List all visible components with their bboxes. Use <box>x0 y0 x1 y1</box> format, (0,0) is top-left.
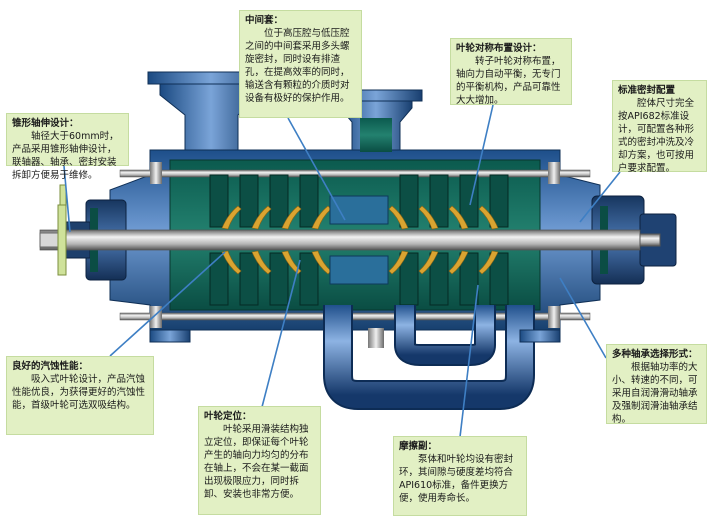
callout-body: 叶轮采用滑装结构独立定位，即保证每个叶轮产生的轴向力均匀的分布在轴上，不会在某一… <box>204 424 309 500</box>
stage-diffusers <box>209 174 509 306</box>
callout-body: 泵体和叶轮均设有密封环，其间隙与硬度差均符合API610标准，备件更换方便，使用… <box>399 454 514 504</box>
callout-body: 吸入式叶轮设计，产品汽蚀性能优良，为获得更好的汽蚀性能，首级叶轮可选双吸结构。 <box>12 374 146 411</box>
callout-body: 位于高压腔与低压腔之间的中间套采用多头螺旋密封，同时设有排渣孔，在提高效率的同时… <box>245 28 350 104</box>
callout-impeller-symmetric: 叶轮对称布置设计： 转子叶轮对称布置，轴向力自动平衡，无专门的平衡机构，产品可靠… <box>450 38 572 106</box>
callout-title: 多种轴承选择形式： <box>612 349 698 360</box>
callout-title: 良好的汽蚀性能： <box>12 361 89 372</box>
callout-tapered-shaft: 锥形轴伸设计： 轴径大于60mm时，产品采用锥形轴伸设计，联轴器、轴承、密封安装… <box>6 113 129 181</box>
top-tie-bolts <box>119 162 591 328</box>
crossover-pipe <box>323 300 535 410</box>
callout-body: 根据轴功率的大小、转速的不同，可采用自润滑滑动轴承及强制润滑油轴承结构。 <box>612 362 698 425</box>
callout-cavitation: 良好的汽蚀性能： 吸入式叶轮设计，产品汽蚀性能优良，为获得更好的汽蚀性能，首级叶… <box>6 356 154 435</box>
intermediate-sleeve <box>329 195 389 285</box>
callout-title: 摩擦副： <box>399 441 438 452</box>
coupling-guard <box>57 184 67 276</box>
callout-body: 转子叶轮对称布置，轴向力自动平衡，无专门的平衡机构，产品可靠性大大增加。 <box>456 56 561 106</box>
callout-title: 中间套： <box>245 15 284 26</box>
callout-intermediate-sleeve: 中间套： 位于高压腔与低压腔之间的中间套采用多头螺旋密封，同时设有排渣孔，在提高… <box>239 10 362 118</box>
callout-wear-ring: 摩擦副： 泵体和叶轮均设有密封环，其间隙与硬度差均符合API610标准，备件更换… <box>393 436 527 516</box>
impellers <box>221 205 499 275</box>
callout-impeller-positioning: 叶轮定位： 叶轮采用滑装结构独立定位，即保证每个叶轮产生的轴向力均匀的分布在轴上… <box>198 406 321 515</box>
callout-title: 叶轮定位： <box>204 411 252 422</box>
callout-title: 锥形轴伸设计： <box>12 118 79 129</box>
pump-feet <box>149 328 561 348</box>
callout-standard-seal: 标准密封配置 腔体尺寸完全按API682标准设计，可配置各种形式的密封冲洗及冷却… <box>612 80 707 174</box>
leader-lines <box>63 104 621 438</box>
callout-body: 轴径大于60mm时，产品采用锥形轴伸设计，联轴器、轴承、密封安装拆卸方便易于维修… <box>12 131 119 181</box>
pump-shaft <box>39 229 661 251</box>
callout-title: 叶轮对称布置设计： <box>456 43 542 54</box>
callout-title: 标准密封配置 <box>618 85 676 96</box>
callout-bearing-options: 多种轴承选择形式： 根据轴功率的大小、转速的不同，可采用自润滑滑动轴承及强制润滑… <box>606 344 707 425</box>
callout-body: 腔体尺寸完全按API682标准设计，可配置各种形式的密封冲洗及冷却方案，也可按用… <box>618 98 695 174</box>
